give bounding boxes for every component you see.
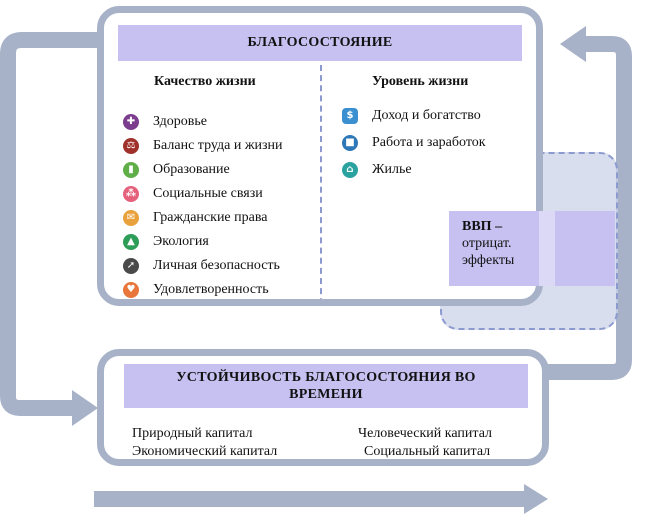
left-loop-arrow: [0, 32, 104, 426]
money-icon: $: [342, 108, 358, 124]
gdp-band: [449, 211, 615, 286]
list-item: ✚ Здоровье: [123, 112, 207, 132]
briefcase-icon: ■: [342, 135, 358, 151]
item-label: Баланс труда и жизни: [153, 138, 283, 153]
wellbeing-title: БЛАГОСОСТОЯНИЕ: [247, 35, 393, 50]
capital-natural: Природный капитал: [132, 426, 253, 441]
book-icon: ▮: [123, 162, 139, 178]
gdp-label: ВВП – отрицат. эффекты: [462, 218, 514, 269]
item-label: Социальные связи: [153, 186, 263, 201]
item-label: Удовлетворенность: [153, 282, 269, 297]
runner-icon: ➚: [123, 258, 139, 274]
item-label: Экология: [153, 234, 209, 249]
item-label: Работа и заработок: [372, 135, 486, 150]
list-item: ♥ Удовлетворенность: [123, 280, 269, 299]
column-divider: [320, 65, 322, 299]
living-standards-title: Уровень жизни: [372, 74, 469, 89]
scales-icon: ⚖: [123, 138, 139, 154]
house-icon: ⌂: [342, 162, 358, 178]
tree-icon: ▲: [123, 234, 139, 250]
gdp-band-gap: [539, 211, 555, 286]
plus-icon: ✚: [123, 114, 139, 130]
item-label: Жилье: [372, 162, 412, 177]
people-icon: ⁂: [123, 186, 139, 202]
item-label: Здоровье: [153, 114, 207, 129]
gdp-title: ВВП –: [462, 219, 503, 234]
sustainability-title-line-2: ВРЕМЕНИ: [289, 387, 363, 402]
list-item: ▮ Образование: [123, 160, 230, 180]
item-label: Личная безопасность: [153, 258, 280, 273]
quality-of-life-title: Качество жизни: [154, 74, 256, 89]
item-label: Гражданские права: [153, 210, 268, 225]
wellbeing-header: БЛАГОСОСТОЯНИЕ: [118, 25, 522, 61]
bottom-time-arrow: [94, 484, 548, 514]
list-item: ⁂ Социальные связи: [123, 184, 263, 204]
list-item: ⌂ Жилье: [342, 160, 412, 180]
item-label: Образование: [153, 162, 230, 177]
sustainability-header: УСТОЙЧИВОСТЬ БЛАГОСОСТОЯНИЯ ВО ВРЕМЕНИ: [124, 364, 528, 408]
capital-human: Человеческий капитал: [358, 426, 493, 441]
list-item: ▲ Экология: [123, 232, 209, 252]
gdp-line-1: отрицат.: [462, 236, 512, 251]
list-item: ■ Работа и заработок: [342, 133, 486, 153]
envelope-icon: ✉: [123, 210, 139, 226]
item-label: Доход и богатство: [372, 108, 481, 123]
capital-economic: Экономический капитал: [132, 444, 278, 459]
list-item: ➚ Личная безопасность: [123, 256, 280, 276]
list-item: ✉ Гражданские права: [123, 208, 268, 228]
sustainability-title-line-1: УСТОЙЧИВОСТЬ БЛАГОСОСТОЯНИЯ ВО: [176, 370, 476, 385]
list-item: $ Доход и богатство: [342, 106, 481, 126]
list-item: ⚖ Баланс труда и жизни: [123, 136, 283, 156]
gdp-line-2: эффекты: [462, 253, 515, 268]
capital-social: Социальный капитал: [364, 444, 491, 459]
sustainability-title: УСТОЙЧИВОСТЬ БЛАГОСОСТОЯНИЯ ВО ВРЕМЕНИ: [124, 364, 528, 403]
sustainability-box: УСТОЙЧИВОСТЬ БЛАГОСОСТОЯНИЯ ВО ВРЕМЕНИ П…: [97, 349, 549, 466]
heart-icon: ♥: [123, 282, 139, 298]
right-loop-arrow: [546, 26, 632, 380]
